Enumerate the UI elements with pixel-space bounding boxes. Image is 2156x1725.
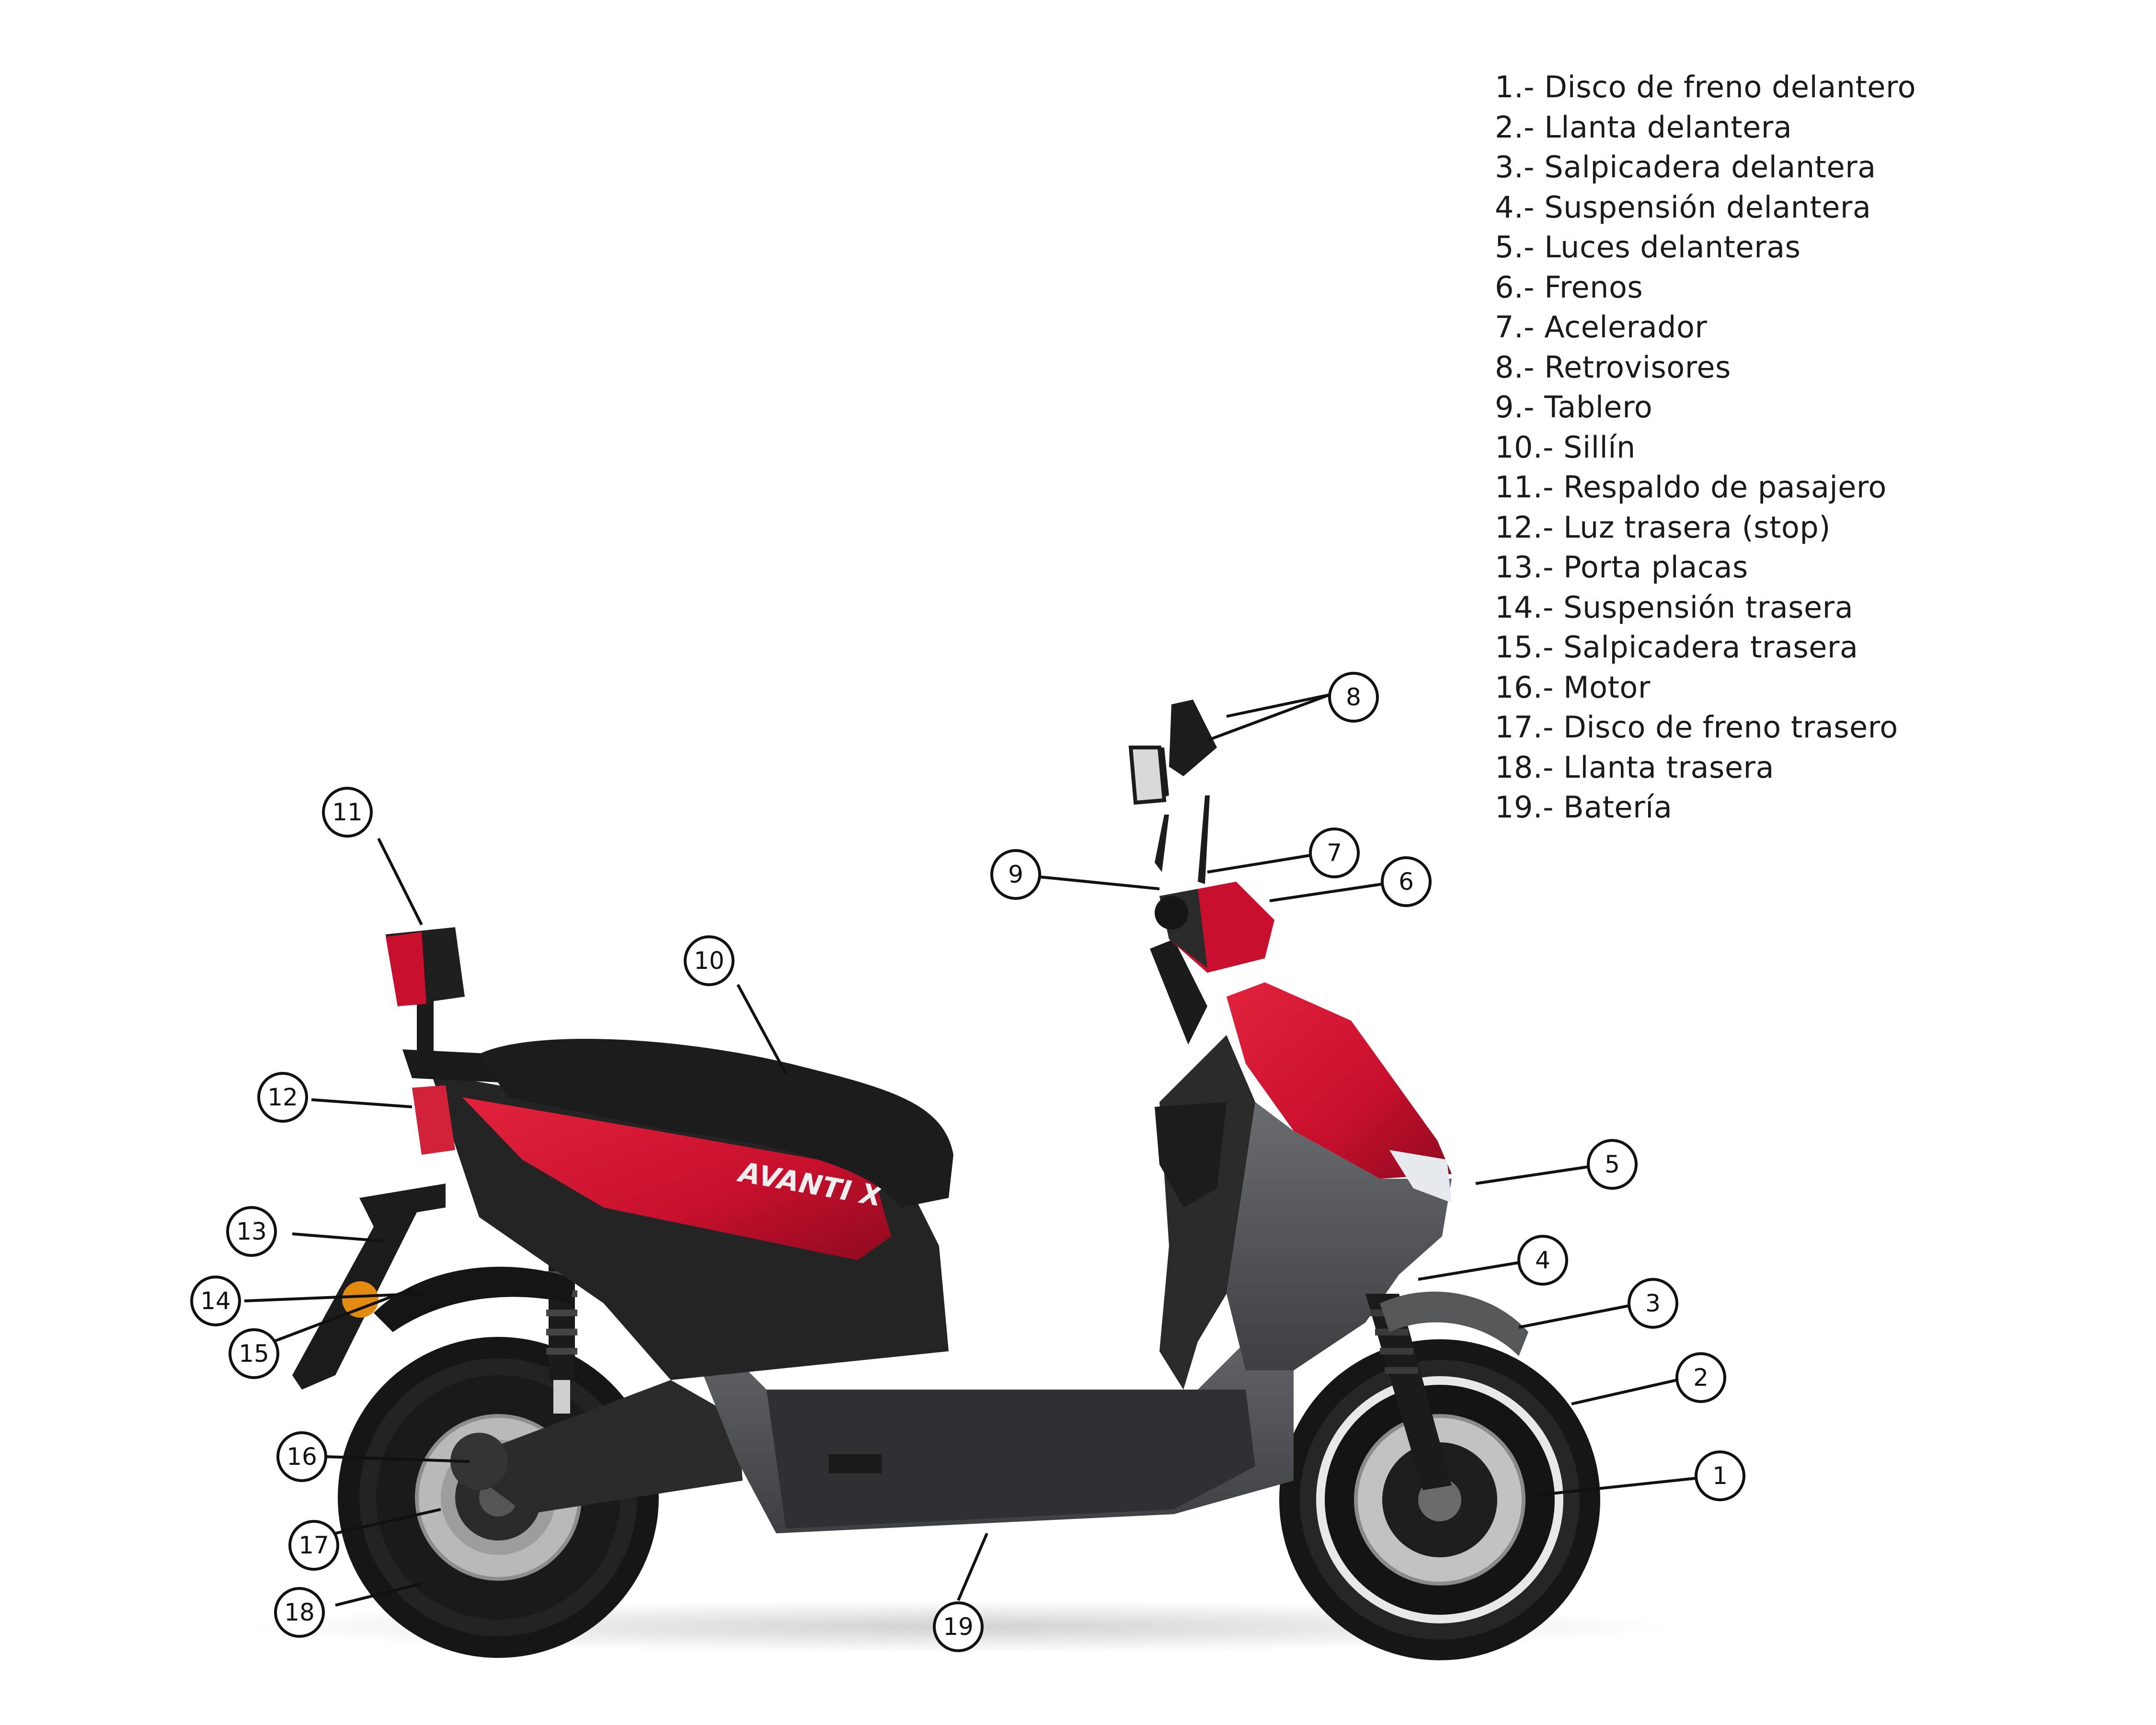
legend-item: 4.- Suspensión delantera (1495, 189, 1871, 225)
callout-5-label: 5 (1605, 1150, 1620, 1178)
legend-item: 1.- Disco de freno delantero (1495, 69, 1916, 104)
legend-item: 17.- Disco de freno trasero (1495, 710, 1898, 745)
callout-16: 16 (276, 1431, 327, 1482)
front-cowl (1227, 982, 1452, 1179)
legend-item: 14.- Suspensión trasera (1495, 589, 1854, 625)
legend-item: 5.- Luces delanteras (1495, 230, 1801, 264)
callout-8: 8 (1328, 672, 1379, 723)
legend-item: 10.- Sillín (1495, 429, 1636, 465)
front-body (1227, 1102, 1452, 1370)
leader-lines (244, 693, 1697, 1607)
scooter: AVANTI X (292, 700, 1600, 1660)
battery-housing (767, 1390, 1255, 1529)
callout-14: 14 (190, 1276, 241, 1326)
callout-2: 2 (1675, 1352, 1726, 1403)
legend-item: 6.- Frenos (1495, 269, 1643, 305)
passenger-backrest (386, 927, 465, 1069)
steering-column (1150, 939, 1207, 1045)
rear-fender (374, 1266, 575, 1332)
callout-17: 17 (288, 1520, 339, 1571)
legend-item: 9.- Tablero (1495, 390, 1653, 425)
callout-4-label: 4 (1535, 1246, 1550, 1274)
legend-item: 12.- Luz trasera (stop) (1495, 509, 1831, 545)
legend-item: 13.- Porta placas (1495, 550, 1748, 585)
front-wheel (1279, 1339, 1600, 1660)
callout-10-label: 10 (694, 947, 724, 975)
legend-item: 2.- Llanta delantera (1495, 109, 1792, 145)
callout-13-label: 13 (236, 1218, 267, 1245)
legend-item: 15.- Salpicadera trasera (1495, 630, 1858, 665)
legend-item: 7.- Acelerador (1495, 310, 1708, 345)
seat (479, 1038, 953, 1208)
parts-legend: 1.- Disco de freno delantero 2.- Llanta … (1495, 67, 2118, 828)
callout-6-label: 6 (1399, 868, 1414, 896)
callout-14-label: 14 (200, 1287, 231, 1315)
mirrors (1128, 700, 1217, 884)
callout-9: 9 (990, 849, 1041, 900)
callout-1-label: 1 (1712, 1462, 1728, 1490)
swing-arm (455, 1380, 743, 1514)
callout-2-label: 2 (1693, 1364, 1709, 1392)
legend-item: 11.- Respaldo de pasajero (1495, 470, 1887, 505)
callout-12-label: 12 (267, 1083, 298, 1111)
callout-10: 10 (684, 935, 734, 986)
throttle-grip (1155, 896, 1188, 930)
callout-7-label: 7 (1327, 839, 1342, 867)
callout-15-label: 15 (239, 1340, 269, 1368)
callout-18: 18 (274, 1587, 325, 1638)
callout-19: 19 (933, 1601, 984, 1652)
legend-item: 3.- Salpicadera delantera (1495, 150, 1876, 184)
callout-9-label: 9 (1008, 861, 1023, 888)
callout-19-label: 19 (943, 1613, 974, 1641)
callouts: 1 2 3 4 5 6 7 8 9 10 11 12 13 14 15 16 1… (190, 672, 1745, 1652)
callout-6: 6 (1381, 856, 1432, 907)
callout-18-label: 18 (284, 1598, 315, 1626)
callout-4: 4 (1517, 1235, 1568, 1286)
callout-15: 15 (229, 1328, 279, 1379)
tail-light (412, 1085, 455, 1155)
front-storage (1155, 1102, 1227, 1208)
callout-5: 5 (1587, 1139, 1638, 1190)
callout-13: 13 (226, 1206, 277, 1257)
callout-1: 1 (1695, 1450, 1745, 1501)
legend-item: 19.- Batería (1495, 790, 1673, 825)
rear-side-panel (462, 1097, 891, 1260)
callout-16-label: 16 (287, 1443, 317, 1471)
callout-11-label: 11 (332, 798, 363, 826)
headlight (1389, 1150, 1452, 1203)
callout-3-label: 3 (1645, 1289, 1661, 1317)
callout-17-label: 17 (298, 1531, 329, 1559)
legend-item: 16.- Motor (1495, 669, 1651, 705)
rear-reflector (342, 1281, 378, 1318)
callout-3: 3 (1628, 1278, 1678, 1329)
callout-7: 7 (1309, 828, 1360, 878)
callout-11: 11 (322, 787, 373, 838)
legend-item: 18.- Llanta trasera (1495, 749, 1774, 785)
callout-8-label: 8 (1346, 683, 1361, 711)
legend-item: 8.- Retrovisores (1495, 349, 1731, 385)
callout-12: 12 (257, 1072, 308, 1123)
front-fender (1380, 1291, 1528, 1356)
